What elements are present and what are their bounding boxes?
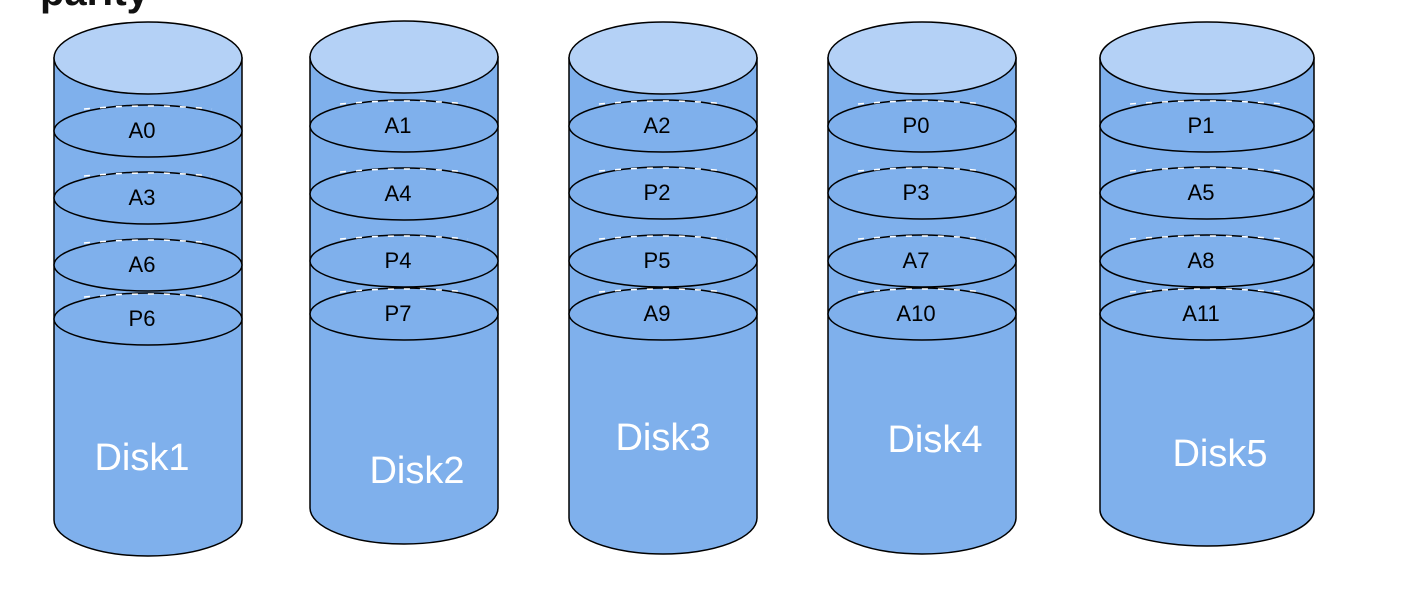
block-slice <box>1099 287 1315 341</box>
block-slice <box>827 99 1017 153</box>
block-slice <box>827 166 1017 220</box>
block-slice-highlight <box>598 100 728 105</box>
disk-label: Disk4 <box>887 419 982 461</box>
block-slice-highlight <box>857 167 987 172</box>
block-label: P6 <box>129 306 156 331</box>
block-slice <box>309 99 499 153</box>
block-slice <box>53 292 243 346</box>
block-slice-highlight <box>1129 288 1285 293</box>
block-label: A5 <box>1188 180 1215 205</box>
block-slice <box>568 99 758 153</box>
disk-label: Disk1 <box>94 437 189 479</box>
block-label: P2 <box>644 180 671 205</box>
block-slice-highlight <box>339 235 469 240</box>
block-label: A9 <box>644 301 671 326</box>
block-slice <box>1099 166 1315 220</box>
block-slice <box>53 171 243 225</box>
block-slice-highlight <box>83 105 213 110</box>
block-slice-highlight <box>339 288 469 293</box>
disk-top <box>568 21 758 95</box>
block-label: A6 <box>129 252 156 277</box>
disk-top <box>827 21 1017 95</box>
block-slice <box>568 166 758 220</box>
block-label: A0 <box>129 118 156 143</box>
block-slice <box>568 287 758 341</box>
block-slice <box>309 287 499 341</box>
block-label: A1 <box>385 113 412 138</box>
block-slice <box>53 238 243 292</box>
disk-top <box>53 21 243 95</box>
block-slice-highlight <box>1129 235 1285 240</box>
block-slice <box>309 167 499 221</box>
disk-top <box>1099 21 1315 95</box>
block-slice <box>1099 99 1315 153</box>
block-label: A3 <box>129 185 156 210</box>
block-label: P0 <box>903 113 930 138</box>
block-label: A8 <box>1188 248 1215 273</box>
block-slice-highlight <box>1129 100 1285 105</box>
block-slice <box>1099 234 1315 288</box>
block-slice <box>53 104 243 158</box>
block-slice-highlight <box>598 167 728 172</box>
block-label: A4 <box>385 181 412 206</box>
block-label: P3 <box>903 180 930 205</box>
block-label: P7 <box>385 301 412 326</box>
diagram-title-fragment: parity <box>40 0 149 15</box>
disk-label: Disk3 <box>615 417 710 459</box>
block-label: P1 <box>1188 113 1215 138</box>
block-slice-highlight <box>83 172 213 177</box>
block-label: P4 <box>385 248 412 273</box>
disk-label: Disk5 <box>1172 433 1267 475</box>
block-label: A10 <box>896 301 935 326</box>
disk-label: Disk2 <box>369 450 464 492</box>
block-slice <box>827 234 1017 288</box>
block-label: A7 <box>903 248 930 273</box>
block-slice-highlight <box>339 168 469 173</box>
block-slice-highlight <box>339 100 469 105</box>
block-slice-highlight <box>857 100 987 105</box>
block-label: A11 <box>1182 301 1220 326</box>
block-slice <box>568 234 758 288</box>
block-slice-highlight <box>83 239 213 244</box>
block-slice-highlight <box>598 235 728 240</box>
block-slice-highlight <box>83 293 213 298</box>
disk-top <box>309 20 499 94</box>
block-slice-highlight <box>857 288 987 293</box>
block-slice-highlight <box>857 235 987 240</box>
block-slice-highlight <box>1129 167 1285 172</box>
block-slice <box>309 234 499 288</box>
block-slice-highlight <box>598 288 728 293</box>
block-slice <box>827 287 1017 341</box>
block-label: P5 <box>644 248 671 273</box>
block-label: A2 <box>644 113 671 138</box>
